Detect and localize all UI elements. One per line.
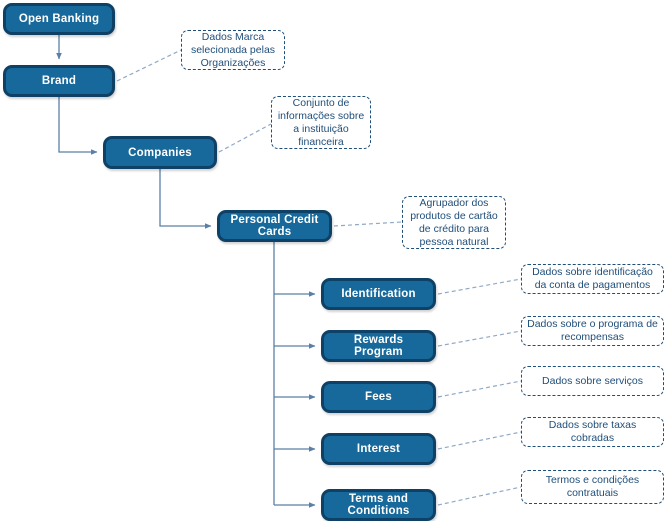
callout-personal-credit-cards: Agrupador dos produtos de cartão de créd… — [402, 196, 506, 249]
node-interest[interactable]: Interest — [321, 433, 436, 465]
leader-personal-cards-callout — [333, 221, 403, 227]
node-personal-credit-cards[interactable]: Personal Credit Cards — [217, 210, 332, 242]
edge-companies-personal-credit-cards — [159, 169, 212, 229]
callout-rewards-program: Dados sobre o programa de recompensas — [521, 316, 664, 346]
node-label: Fees — [364, 391, 392, 403]
callout-companies: Conjunto de informações sobre a institui… — [271, 96, 371, 149]
edge-brand-companies — [58, 97, 98, 155]
callout-text: Dados sobre taxas cobradas — [548, 419, 637, 444]
node-label: Brand — [41, 75, 77, 87]
node-label: Terms and Conditions — [347, 493, 410, 517]
callout-text: Termos e condições contratuais — [545, 474, 640, 499]
leader-brand-callout — [116, 49, 182, 82]
node-rewards-program[interactable]: Rewards Program — [321, 330, 436, 362]
node-label: Rewards Program — [353, 334, 404, 358]
callout-interest: Dados sobre taxas cobradas — [521, 417, 664, 447]
node-label: Open Banking — [18, 13, 100, 25]
node-label: Identification — [341, 288, 416, 300]
callout-text: Dados sobre serviços — [542, 374, 643, 387]
leader-identification-callout — [437, 278, 522, 295]
leader-terms-callout — [437, 486, 522, 506]
node-label: Companies — [128, 146, 192, 159]
node-open-banking[interactable]: Open Banking — [3, 3, 115, 35]
node-identification[interactable]: Identification — [321, 278, 436, 310]
leader-companies-callout — [218, 123, 272, 153]
callout-text: Dados sobre o programa de recompensas — [527, 318, 658, 343]
leader-rewards-callout — [437, 330, 522, 347]
callout-identification: Dados sobre identificação da conta de pa… — [521, 264, 664, 294]
node-brand[interactable]: Brand — [3, 65, 115, 97]
node-companies[interactable]: Companies — [103, 136, 217, 169]
callout-text: Agrupador dos produtos de cartão de créd… — [410, 196, 498, 248]
leader-interest-callout — [437, 431, 522, 450]
callout-brand: Dados Marca selecionada pelas Organizaçõ… — [181, 30, 285, 70]
node-label: Interest — [356, 443, 401, 455]
callout-text: Dados sobre identificação da conta de pa… — [532, 266, 653, 291]
node-label: Personal Credit Cards — [230, 214, 319, 238]
node-terms-and-conditions[interactable]: Terms and Conditions — [321, 489, 436, 521]
callout-terms-and-conditions: Termos e condições contratuais — [521, 470, 664, 504]
callout-fees: Dados sobre serviços — [521, 366, 664, 396]
callout-text: Dados Marca selecionada pelas Organizaçõ… — [190, 30, 276, 69]
callout-text: Conjunto de informações sobre a institui… — [277, 96, 365, 148]
node-fees[interactable]: Fees — [321, 381, 436, 413]
leader-fees-callout — [437, 380, 522, 398]
